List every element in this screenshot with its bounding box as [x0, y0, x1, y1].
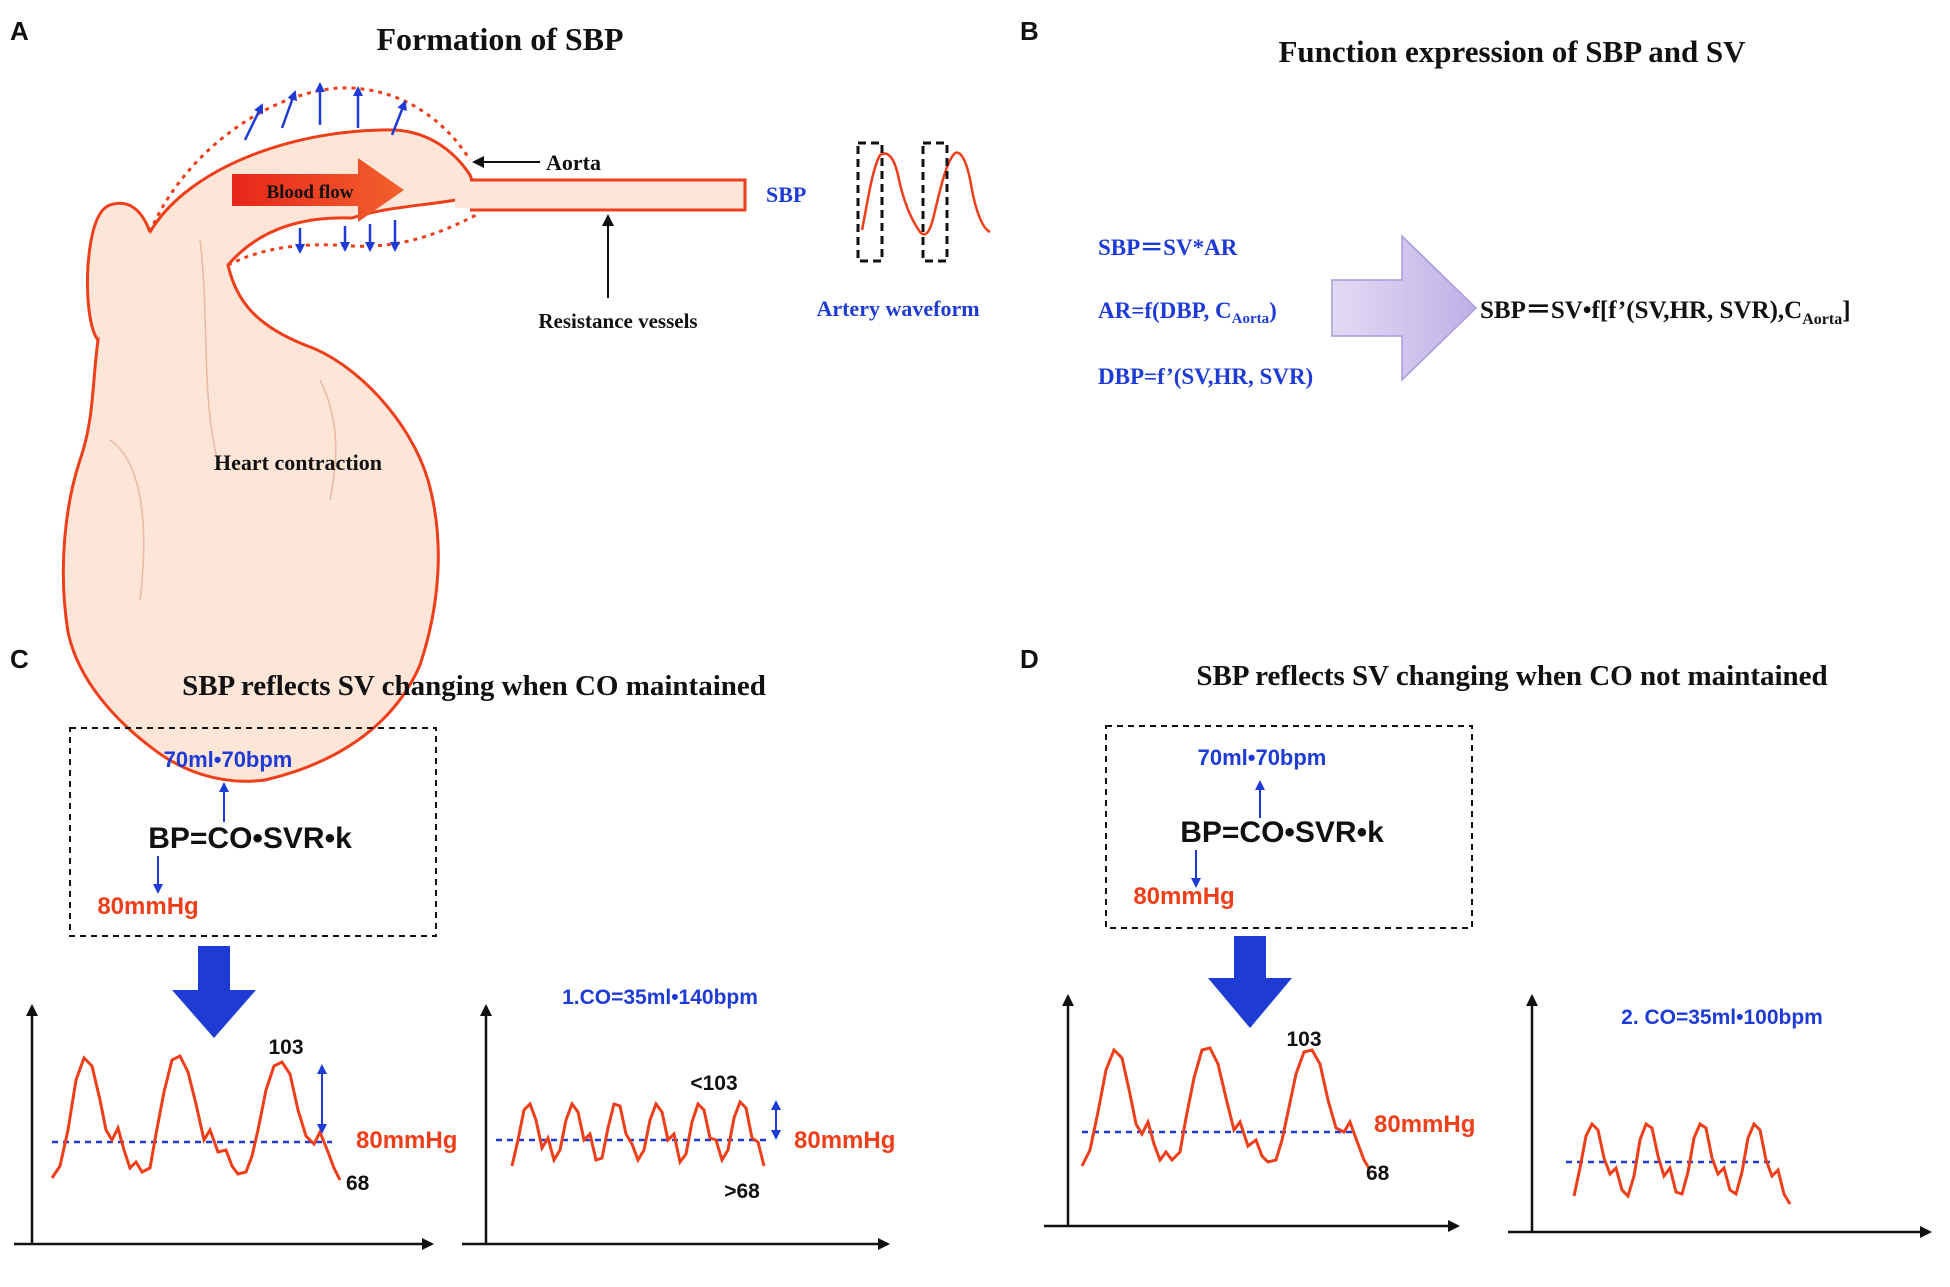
blood-flow-arrow	[232, 158, 404, 222]
graph2-waveform	[510, 1099, 766, 1167]
panel-d-title: SBP reflects SV changing when CO not mai…	[1196, 660, 1827, 692]
graph2-waveform	[1572, 1121, 1792, 1205]
heart-inner-line	[319, 379, 337, 501]
formula-bottom-value: 80mmHg	[1133, 883, 1234, 910]
heart-inner-line	[199, 239, 221, 471]
vessel-join	[455, 182, 485, 208]
graph2-trough-value: >68	[724, 1180, 760, 1203]
panel-c: C SBP reflects SV changing when CO maint…	[10, 644, 895, 1250]
equation-sbp-sv-ar: SBP＝SV*AR	[1098, 235, 1238, 260]
panel-d: D SBP reflects SV changing when CO not m…	[1020, 644, 1932, 1238]
expansion-arrows-top	[243, 82, 407, 141]
formula-top-value: 70ml•70bpm	[164, 747, 293, 772]
heart-atrium	[86, 201, 152, 341]
panel-d-letter: D	[1020, 644, 1039, 674]
aorta-expanded-outline	[148, 86, 472, 233]
heart-contraction-label: Heart contraction	[214, 450, 382, 475]
graph2-peak-value: <103	[690, 1072, 737, 1095]
aorta-label: Aorta	[546, 150, 601, 175]
graph2-mean-value: 80mmHg	[794, 1127, 895, 1154]
panel-b-title: Function expression of SBP and SV	[1278, 34, 1746, 69]
trough-value: 68	[1366, 1162, 1390, 1185]
mean-value: 80mmHg	[1374, 1111, 1475, 1138]
panel-c-title: SBP reflects SV changing when CO maintai…	[182, 670, 766, 702]
bp-waveform	[1080, 1046, 1372, 1171]
trough-value: 68	[346, 1172, 370, 1195]
formula-top-value: 70ml•70bpm	[1198, 745, 1327, 770]
panel-b-letter: B	[1020, 16, 1039, 46]
downward-arrow	[1208, 936, 1292, 1028]
aorta-expanded-outline-lower	[227, 212, 479, 267]
downward-arrow	[172, 946, 256, 1038]
mean-value: 80mmHg	[356, 1127, 457, 1154]
panel-b: B Function expression of SBP and SV SBP＝…	[1020, 16, 1851, 389]
equation-ar: AR=f(DBP, CAorta)	[1098, 298, 1277, 327]
equation-result: SBP＝SV•f[f’(SV,HR, SVR),CAorta]	[1480, 297, 1851, 328]
expansion-arrows-bottom	[295, 220, 400, 254]
resistance-vessel	[470, 178, 747, 212]
panel-a: A Formation of SBP	[10, 16, 991, 783]
equation-dbp: DBP=f’(SV,HR, SVR)	[1098, 364, 1313, 389]
formula-bottom-value: 80mmHg	[97, 893, 198, 920]
artery-waveform-label: Artery waveform	[816, 296, 979, 321]
formula-text: BP=CO•SVR•k	[1180, 816, 1384, 849]
derivation-arrow	[1331, 234, 1478, 382]
panel-c-letter: C	[10, 644, 29, 674]
peak-value: 103	[268, 1036, 303, 1059]
panel-a-letter: A	[10, 16, 29, 46]
graph2-caption: 1.CO=35ml•140bpm	[562, 986, 758, 1009]
sbp-label: SBP	[766, 182, 806, 207]
waveform-dashed-box	[921, 141, 949, 263]
artery-waveform	[860, 151, 991, 236]
blood-flow-label: Blood flow	[266, 182, 353, 203]
bp-waveform	[50, 1053, 342, 1181]
resistance-label: Resistance vessels	[538, 309, 697, 333]
graph2-caption: 2. CO=35ml•100bpm	[1621, 1006, 1823, 1029]
formula-box	[1105, 725, 1473, 929]
formula-text: BP=CO•SVR•k	[148, 822, 352, 855]
heart-inner-line	[109, 439, 145, 601]
peak-value: 103	[1286, 1028, 1321, 1051]
panel-a-title: Formation of SBP	[376, 21, 623, 57]
waveform-dashed-box	[856, 141, 884, 263]
